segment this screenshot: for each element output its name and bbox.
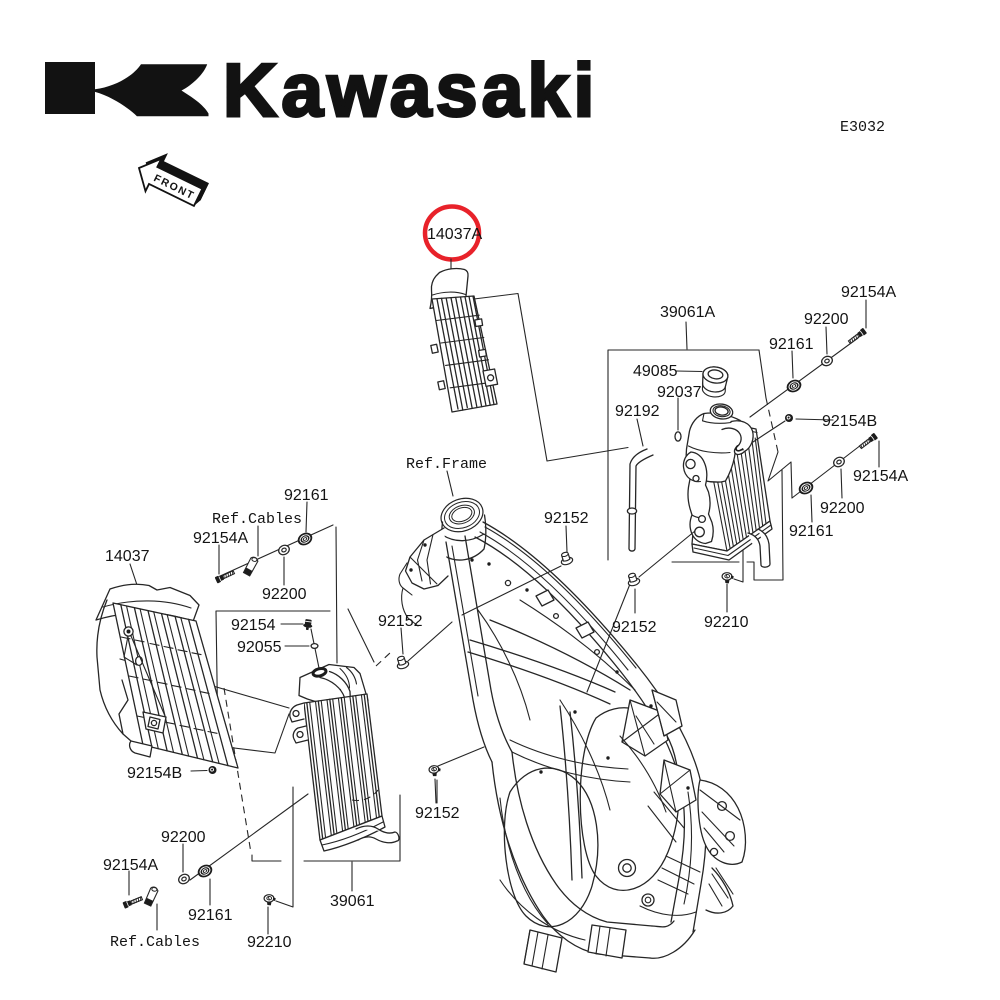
svg-text:14037A: 14037A bbox=[427, 226, 482, 243]
svg-text:92200: 92200 bbox=[161, 829, 206, 846]
svg-text:14037: 14037 bbox=[105, 548, 150, 565]
svg-text:92152: 92152 bbox=[415, 805, 460, 822]
svg-text:39061A: 39061A bbox=[660, 304, 715, 321]
svg-text:92161: 92161 bbox=[769, 336, 814, 353]
svg-text:Ref.Frame: Ref.Frame bbox=[406, 456, 487, 473]
svg-text:92154A: 92154A bbox=[853, 468, 908, 485]
svg-text:92154A: 92154A bbox=[103, 857, 158, 874]
svg-text:92192: 92192 bbox=[615, 403, 660, 420]
svg-text:92200: 92200 bbox=[820, 500, 865, 517]
svg-text:92152: 92152 bbox=[612, 619, 657, 636]
svg-text:92037: 92037 bbox=[657, 384, 702, 401]
svg-text:92154: 92154 bbox=[231, 617, 276, 634]
svg-text:92161: 92161 bbox=[284, 487, 329, 504]
svg-text:92154A: 92154A bbox=[841, 284, 896, 301]
svg-text:49085: 49085 bbox=[633, 363, 678, 380]
svg-text:39061: 39061 bbox=[330, 893, 375, 910]
svg-text:Kawasaki: Kawasaki bbox=[223, 48, 599, 132]
svg-text:92152: 92152 bbox=[544, 510, 589, 527]
svg-text:92161: 92161 bbox=[789, 523, 834, 540]
svg-text:E3032: E3032 bbox=[840, 119, 885, 136]
svg-text:92210: 92210 bbox=[704, 614, 749, 631]
svg-text:92152: 92152 bbox=[378, 613, 423, 630]
svg-text:92154B: 92154B bbox=[822, 413, 877, 430]
svg-text:92200: 92200 bbox=[804, 311, 849, 328]
svg-text:92210: 92210 bbox=[247, 934, 292, 951]
svg-text:Ref.Cables: Ref.Cables bbox=[212, 511, 302, 528]
svg-text:92161: 92161 bbox=[188, 907, 233, 924]
svg-text:92154A: 92154A bbox=[193, 530, 248, 547]
svg-text:92055: 92055 bbox=[237, 639, 282, 656]
svg-text:92200: 92200 bbox=[262, 586, 307, 603]
svg-text:92154B: 92154B bbox=[127, 765, 182, 782]
svg-text:Ref.Cables: Ref.Cables bbox=[110, 934, 200, 951]
